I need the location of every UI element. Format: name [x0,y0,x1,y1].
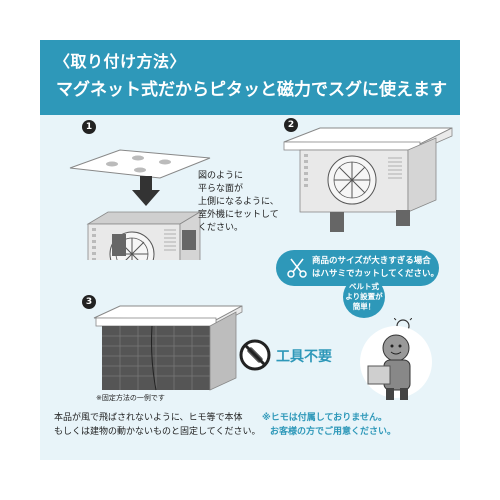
step-1-base-stand [112,230,196,256]
scissors-icon [287,258,307,278]
step-1-text-line-1: 図のように [198,171,244,181]
cut-note-badge: 商品のサイズが大きすぎる場合 はハサミでカットしてください。 [276,250,439,286]
step-1-text-line-5: ください。 [198,223,244,233]
step-2-illustration [283,127,453,232]
step-3-badge: 3 [82,295,96,309]
wrench-prohibited-icon [239,339,271,371]
cut-note-line-1: 商品のサイズが大きすぎる場合 [312,256,431,266]
string-note-line-1: ※ヒモは付属しておりません。 [262,413,387,423]
fixing-text-line-2: もしくは建物の動かないものと固定してください。 [54,427,261,437]
step-1-illustration [69,149,211,260]
step-2-badge: 2 [284,118,298,132]
step-1-text-line-3: 上側になるように、 [198,197,279,207]
step-1-text-line-4: 室外機にセットして [198,210,279,220]
header-banner: 〈取り付け方法〉 マグネット式だからピタッと磁力でスグに使えます [40,40,460,115]
step-1-badge: 1 [82,120,96,134]
belt-bubble-line-1: ベルト式 [349,282,379,291]
mascot-illustration [360,326,432,400]
belt-bubble-line-3: 簡単！ [352,302,376,311]
step-1-text-line-2: 平らな面が [198,184,244,194]
cut-note-line-2: はハサミでカットしてください。 [312,269,439,279]
page-title: 〈取り付け方法〉 [54,52,187,71]
fixing-caption: ※固定方法の一例です [96,394,165,402]
belt-bubble-line-2: より設置が [345,292,383,301]
page-subtitle: マグネット式だからピタッと磁力でスグに使えます [56,80,447,100]
no-tools-label: 工具不要 [276,349,332,365]
step-3-illustration [93,305,243,391]
string-note-line-2: お客様の方でご用意ください。 [270,427,397,437]
instruction-panel: 〈取り付け方法〉 マグネット式だからピタッと磁力でスグに使えます 1 [40,40,460,460]
fixing-text-line-1: 本品が風で飛ばされないように、ヒモ等で本体 [54,413,243,423]
belt-feature-bubble: ベルト式 より設置が 簡単！ [343,276,385,318]
